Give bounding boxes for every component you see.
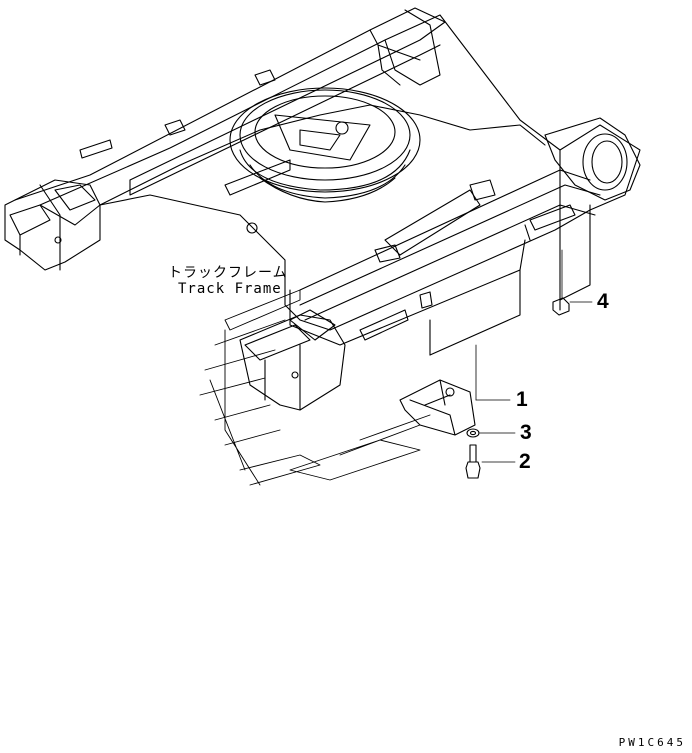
callout-3: 3 [520, 421, 532, 444]
drawing-code: PW1C645 [618, 736, 686, 749]
upper-rail [14, 7, 446, 201]
callout-1: 1 [516, 388, 528, 411]
frame-inner-line [299, 169, 591, 291]
lower-end-box [239, 314, 346, 411]
right-front-end [544, 117, 641, 201]
part-name-japanese: トラックフレーム [168, 265, 288, 281]
frame-side-line [299, 184, 601, 306]
upper-rail-side [129, 44, 441, 196]
part-2-bolt [465, 444, 481, 479]
shadow-hatching [199, 289, 431, 486]
slew-ring-outer [229, 87, 421, 193]
part-4-nut [552, 297, 570, 316]
frame-side-lower [304, 204, 596, 321]
part-1-guard [399, 379, 476, 436]
callout-4: 4 [597, 290, 609, 313]
callout-2: 2 [519, 450, 531, 473]
frame-lower-body [289, 239, 526, 346]
part-3-washer [466, 428, 480, 438]
part-name-english: Track Frame [178, 281, 282, 297]
left-end-box [4, 179, 101, 271]
frame-top-plate [39, 14, 641, 331]
